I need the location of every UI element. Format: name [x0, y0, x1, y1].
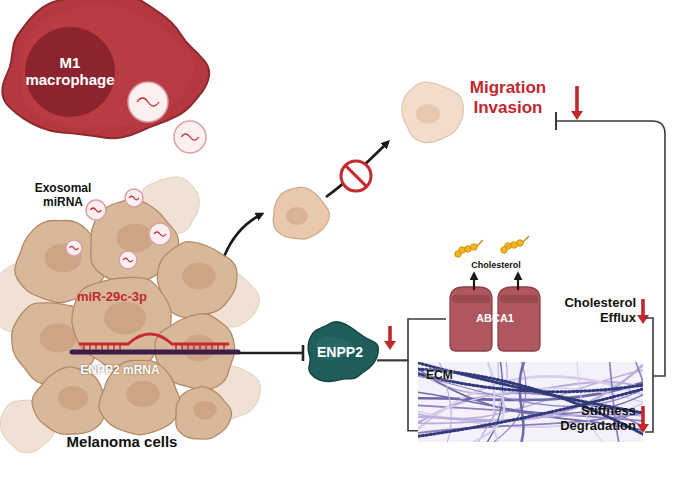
mirna-label: miR-29c-3p	[62, 290, 162, 305]
collagen-fibre	[473, 362, 505, 442]
movement-arrow	[222, 214, 262, 262]
cholesterol-molecule	[471, 244, 478, 251]
cell-nucleus	[117, 223, 154, 252]
transporter-protein: ABCA1	[446, 285, 544, 353]
feedback-line	[556, 121, 665, 376]
prohibit-sign	[341, 161, 371, 191]
bracket-connector	[377, 319, 446, 360]
decrease-arrow	[571, 86, 583, 120]
outcome-label: Migration Invasion	[458, 78, 558, 117]
mrna-label: ENPP2 mRNA	[65, 364, 175, 378]
bracket-connector	[377, 360, 418, 430]
exosome-vesicle	[125, 189, 143, 207]
effect-label: Stiffness Degradation	[550, 404, 636, 434]
cell-nucleus	[193, 401, 217, 419]
macrophage-body	[19, 4, 195, 128]
connector-line	[377, 319, 446, 360]
decrease-arrow	[637, 406, 649, 433]
cholesterol-molecule	[465, 246, 472, 253]
node-label: M1 macrophage	[22, 54, 118, 89]
macrophage-body	[2, 0, 209, 138]
macrophage-cell: M1 macrophage	[0, 0, 212, 152]
efflux-arrow	[517, 274, 519, 290]
transporter-band	[452, 295, 490, 303]
protein-blob: ENPP2	[303, 322, 377, 384]
effect-label: Cholesterol Efflux	[552, 296, 636, 326]
cell-group	[0, 177, 260, 453]
cell-nucleus	[40, 323, 77, 352]
exosome-vesicle	[119, 251, 137, 269]
cholesterol-tail	[476, 240, 483, 247]
exosome-vesicle	[149, 223, 171, 245]
exosome-mirna	[129, 196, 139, 200]
inhibition-connector	[238, 345, 303, 361]
exosome-mirna	[181, 134, 199, 140]
connector-line	[377, 360, 418, 430]
cholesterol-molecule	[455, 251, 462, 258]
molecule-label: Cholesterol	[466, 260, 526, 270]
exosome-mirna	[70, 246, 79, 249]
movement-arrow	[326, 142, 388, 197]
connector-line	[238, 352, 303, 355]
cholesterol-molecule	[505, 243, 512, 250]
transporter-band	[500, 295, 538, 303]
prohibit-sign	[345, 165, 366, 186]
cluster-heading: Melanoma cells	[42, 433, 202, 450]
fibronectin-chain	[418, 389, 643, 436]
node-label: ENPP2	[303, 344, 377, 360]
cholesterol-molecule	[511, 242, 518, 249]
node-label: ABCA1	[446, 312, 544, 325]
exosome-mirna	[154, 232, 166, 236]
node-label: ECM	[426, 369, 476, 383]
exosome-vesicle	[66, 240, 82, 256]
cell-nucleus	[416, 104, 440, 124]
cell-nucleus	[286, 207, 308, 225]
exosome-mirna	[91, 208, 102, 212]
cholesterol-molecule	[517, 240, 524, 247]
exosome-mirna	[123, 258, 133, 262]
exosome-vesicle	[86, 200, 106, 220]
decrease-arrow	[384, 326, 396, 350]
mirna-strand	[80, 334, 228, 344]
melanoma-cell-cluster-outline	[10, 190, 238, 458]
cell-nucleus	[182, 335, 216, 361]
melanoma-cell-cluster: miR-29c-3pENPP2 mRNA Melanoma cells	[10, 190, 238, 458]
bracket	[645, 318, 653, 432]
collagen-fibre	[520, 362, 524, 442]
cholesterol-tail	[522, 236, 529, 243]
melanoma-cell	[176, 387, 232, 439]
exosome-vesicle	[174, 121, 206, 153]
cholesterol-molecule	[501, 247, 508, 254]
decrease-arrow	[637, 299, 649, 324]
melanoma-cell	[32, 367, 104, 434]
efflux-arrow	[473, 274, 475, 290]
exosome-vesicle	[128, 82, 168, 122]
fibronectin-chain	[418, 369, 643, 434]
cell-nucleus	[58, 386, 88, 410]
cell-nucleus	[126, 381, 160, 407]
migrating-cell	[402, 82, 464, 143]
migrating-cell	[273, 187, 329, 239]
mrna-strand	[72, 350, 238, 355]
inhibition-bar	[302, 345, 305, 361]
vesicle-label: Exosomal miRNA	[20, 182, 106, 210]
matrix-back	[418, 362, 643, 442]
cell-nucleus	[104, 302, 146, 335]
cell-nucleus	[182, 263, 216, 289]
inhibition-bar	[555, 112, 557, 130]
cell-nucleus	[45, 243, 82, 272]
cholesterol-molecule	[459, 247, 466, 254]
exosome-mirna	[137, 98, 159, 106]
